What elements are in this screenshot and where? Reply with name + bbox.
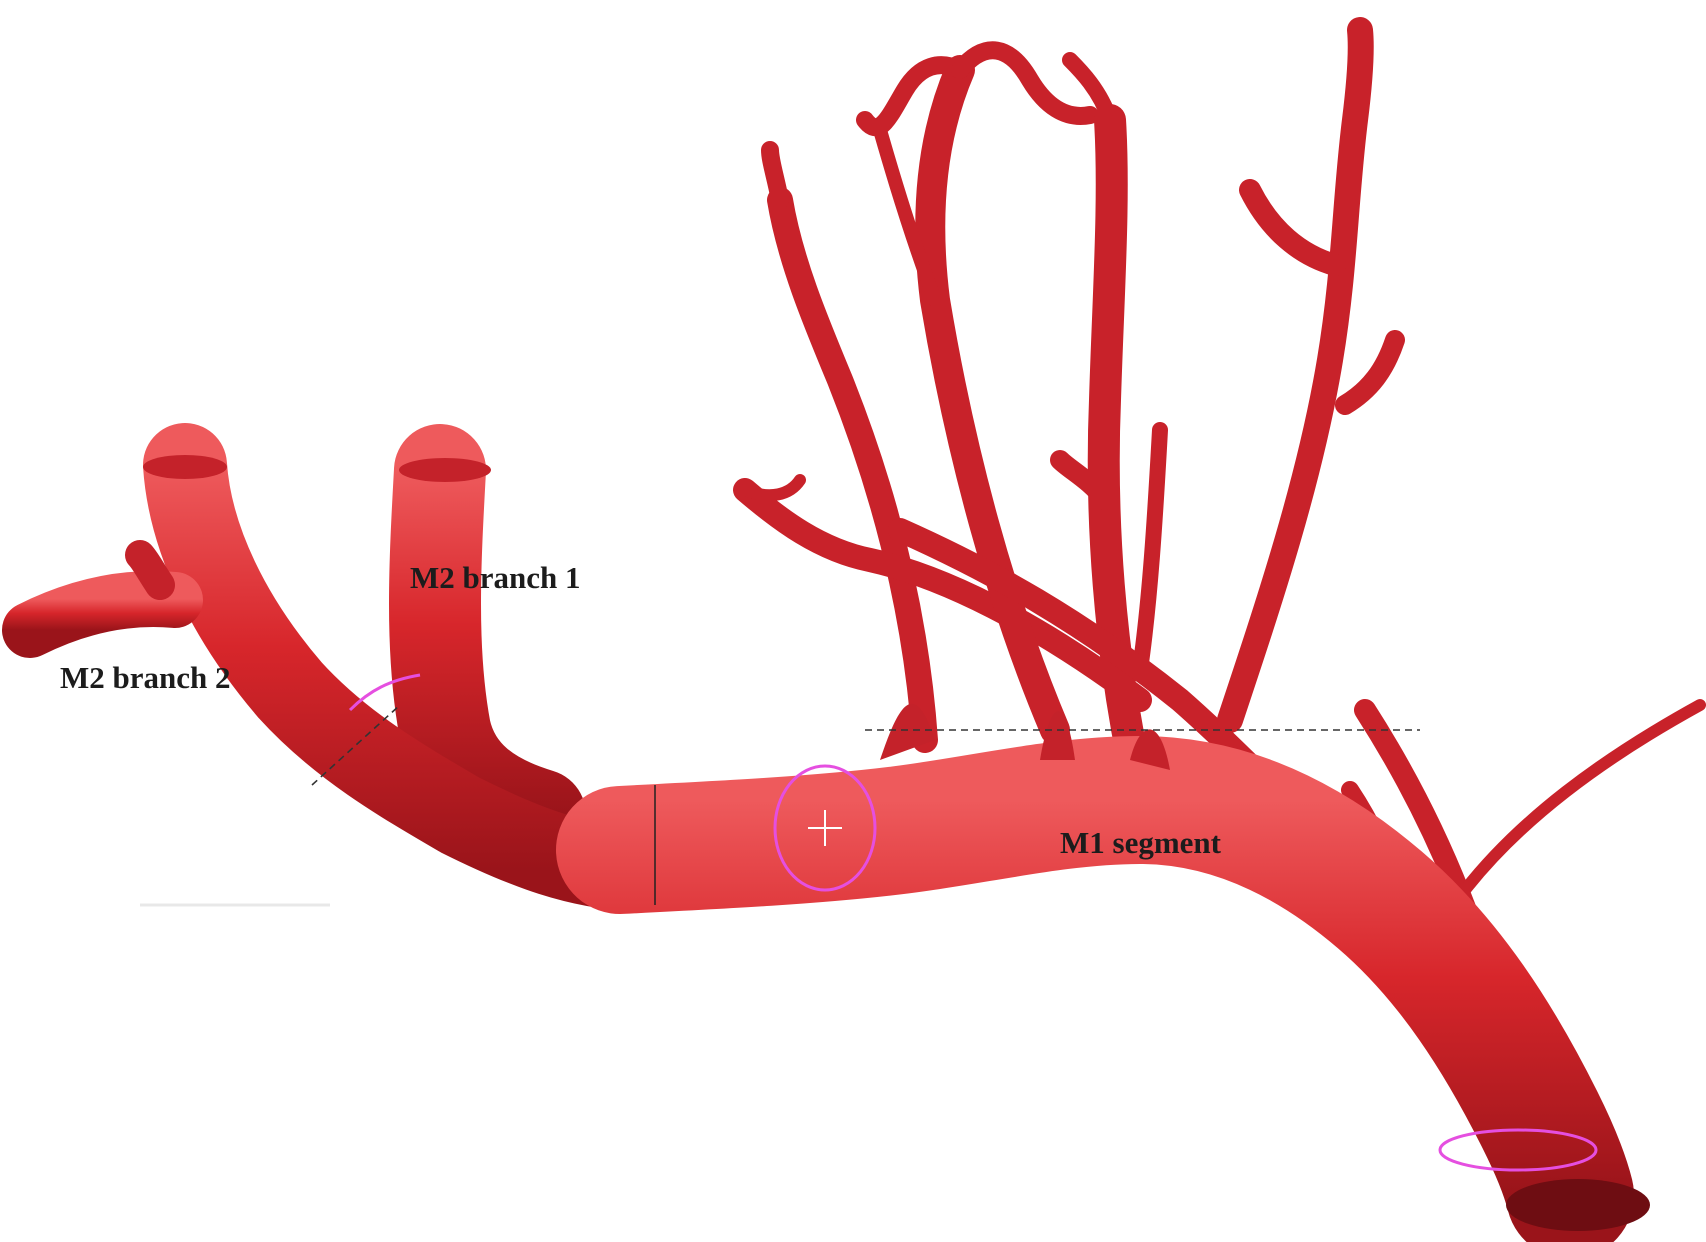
m2-branch-1-cap — [399, 458, 491, 482]
m1-segment-label: M1 segment — [1060, 825, 1222, 860]
m1-outlet-cap — [1506, 1179, 1650, 1231]
m2-branch-2-cap — [143, 455, 227, 479]
m2-branch-2-side — [30, 599, 175, 630]
m2-branch-1-label: M2 branch 1 — [410, 560, 581, 595]
branch-left-tall-a-tip — [770, 150, 780, 200]
m2-branch-2-side-stub — [140, 555, 160, 585]
m2-branch-2-label: M2 branch 2 — [60, 660, 231, 695]
